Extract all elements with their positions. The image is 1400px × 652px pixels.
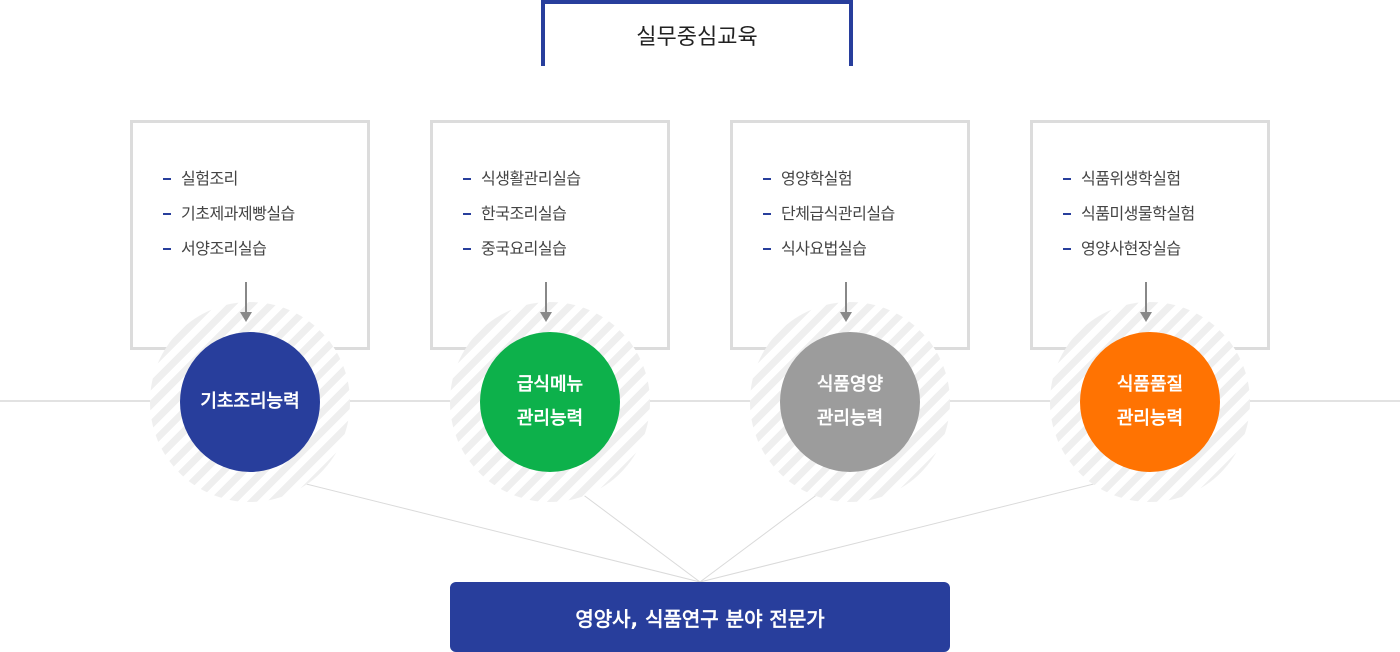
course-list: 식생활관리실습 한국조리실습 중국요리실습 [433,123,667,266]
course-list: 영양학실험 단체급식관리실습 식사요법실습 [733,123,967,266]
ability-label-line1: 식품영양 [816,374,884,395]
ability-circle-4: 식품품질 관리능력 [1080,332,1220,472]
ability-circle-3: 식품영양 관리능력 [780,332,920,472]
arrow-head-icon [1140,312,1152,322]
ability-label-line2: 관리능력 [1116,408,1184,429]
course-item: 기초제과제빵실습 [163,196,367,231]
ability-label-line1: 급식메뉴 [516,374,584,395]
arrow-down-icon [245,282,247,314]
course-list: 식품위생학실험 식품미생물학실험 영양사현장실습 [1033,123,1267,266]
ability-label-line1: 식품품질 [1116,374,1184,395]
course-item: 식생활관리실습 [463,161,667,196]
arrow-down-icon [545,282,547,314]
course-item: 식사요법실습 [763,231,967,266]
course-item: 한국조리실습 [463,196,667,231]
course-item: 실험조리 [163,161,367,196]
ability-circle-1: 기초조리능력 [180,332,320,472]
ability-label: 기초조리능력 [200,391,300,412]
course-item: 식품위생학실험 [1063,161,1267,196]
ability-circle-2: 급식메뉴 관리능력 [480,332,620,472]
ability-label-line2: 관리능력 [816,408,884,429]
ability-label-line2: 관리능력 [516,408,584,429]
course-item: 서양조리실습 [163,231,367,266]
course-item: 중국요리실습 [463,231,667,266]
arrow-down-icon [1145,282,1147,314]
arrow-head-icon [840,312,852,322]
arrow-head-icon [240,312,252,322]
course-item: 단체급식관리실습 [763,196,967,231]
course-item: 식품미생물학실험 [1063,196,1267,231]
arrow-down-icon [845,282,847,314]
diagram-title: 실무중심교육 [541,0,853,66]
course-item: 영양학실험 [763,161,967,196]
outcome-label: 영양사, 식품연구 분야 전문가 [575,606,825,631]
course-list: 실험조리 기초제과제빵실습 서양조리실습 [133,123,367,266]
connector-line-1 [249,469,701,583]
course-item: 영양사현장실습 [1063,231,1267,266]
outcome-box: 영양사, 식품연구 분야 전문가 [450,582,950,652]
arrow-head-icon [540,312,552,322]
horizontal-divider [0,400,1400,402]
connector-line-4 [699,469,1151,583]
